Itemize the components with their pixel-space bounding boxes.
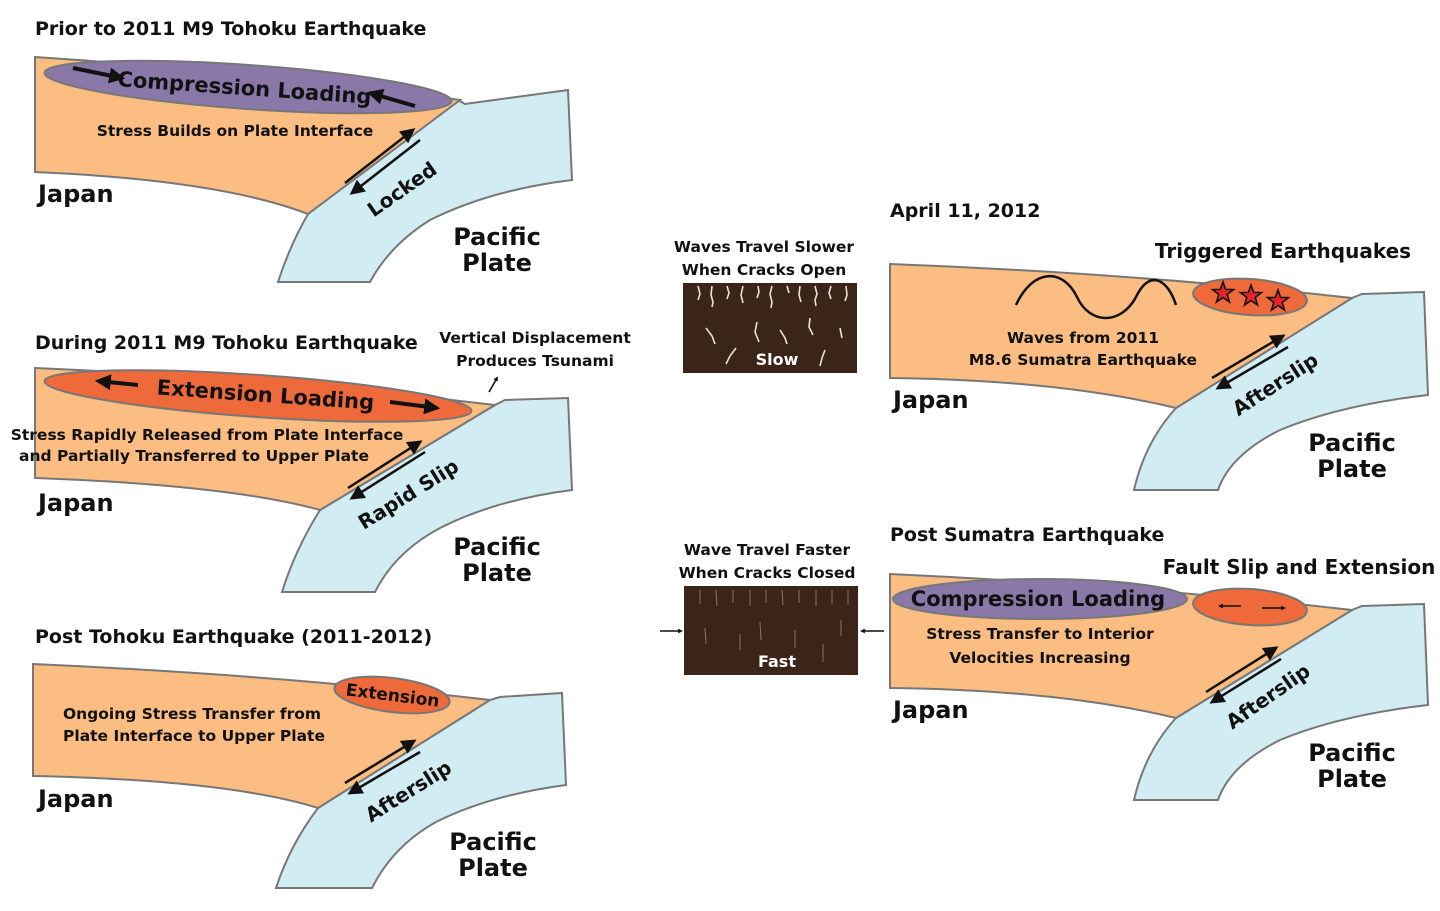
caption-1: Stress Transfer to Interior: [926, 625, 1154, 643]
extension-ellipse: [1192, 587, 1308, 627]
pacific-label-2: Plate: [1317, 765, 1387, 793]
slip-arrow-up: [344, 128, 416, 184]
compression-ellipse: [43, 59, 453, 115]
pacific-plate: [1132, 290, 1430, 491]
triggered-label: Triggered Earthquakes: [1155, 239, 1411, 263]
uplift-arrow: [488, 376, 498, 393]
pacific-label-1: Pacific: [453, 223, 541, 251]
fast-waves-box: Wave Travel Faster When Cracks Closed Fa…: [660, 541, 884, 675]
pacific-label-1: Pacific: [453, 533, 541, 561]
slip-arrow-up: [347, 440, 423, 490]
star-icon: [1238, 282, 1264, 307]
loading-arrow-right: [389, 398, 441, 415]
compression-ellipse: [892, 578, 1188, 620]
panel-post-sumatra: Post Sumatra Earthquake Fault Slip and E…: [889, 524, 1436, 801]
panel-title: April 11, 2012: [890, 200, 1040, 222]
caption-2: M8.6 Sumatra Earthquake: [969, 351, 1197, 369]
slip-arrow-up: [344, 739, 417, 785]
loading-arrow-left: [94, 374, 139, 391]
slip-arrow-down: [349, 450, 426, 500]
pacific-plate: [276, 88, 574, 283]
pacific-label-1: Pacific: [1308, 429, 1396, 457]
slip-arrow-down: [1209, 657, 1282, 704]
pacific-label-2: Plate: [462, 249, 532, 277]
pacific-label-1: Pacific: [449, 828, 537, 856]
fast-label: Fast: [758, 652, 796, 671]
japan-label: Japan: [891, 696, 969, 724]
triggered-quakes: [1210, 279, 1291, 312]
tsunami-note-1: Vertical Displacement: [439, 329, 631, 347]
panel-april-2012: April 11, 2012 Triggered Earthquakes Wav…: [889, 200, 1430, 491]
panel-title: Post Sumatra Earthquake: [890, 524, 1164, 546]
japan-label: Japan: [891, 386, 969, 414]
slow-heading-2: When Cracks Open: [682, 261, 847, 279]
japan-label: Japan: [36, 489, 114, 517]
pacific-label-2: Plate: [1317, 455, 1387, 483]
japan-label: Japan: [36, 785, 114, 813]
star-icon: [1265, 287, 1291, 312]
fast-heading-1: Wave Travel Faster: [684, 541, 851, 559]
panel-title: Prior to 2011 M9 Tohoku Earthquake: [35, 18, 426, 40]
closed-cracks-crust: [684, 586, 858, 675]
panel-title: During 2011 M9 Tohoku Earthquake: [35, 332, 418, 354]
fast-heading-2: When Cracks Closed: [679, 564, 856, 582]
pacific-label-2: Plate: [462, 559, 532, 587]
pacific-plate: [1132, 602, 1430, 801]
caption-1: Ongoing Stress Transfer from: [63, 705, 321, 723]
slip-arrow-up: [1205, 646, 1279, 694]
loading-arrow-left: [366, 88, 416, 108]
caption-2: and Partially Transferred to Upper Plate: [19, 447, 369, 465]
loading-arrow-right: [72, 66, 126, 84]
sine-wave: [1014, 274, 1178, 320]
pacific-label-1: Pacific: [1308, 739, 1396, 767]
slip-arrow-down: [349, 139, 421, 195]
slow-heading-1: Waves Travel Slower: [674, 238, 854, 256]
pacific-plate: [274, 691, 568, 889]
slip-arrow-up: [1211, 334, 1286, 380]
slip-arrow-down: [1215, 345, 1289, 390]
pacific-label-2: Plate: [458, 854, 528, 882]
panel-title: Post Tohoku Earthquake (2011-2012): [35, 626, 432, 648]
caption-1: Waves from 2011: [1007, 329, 1159, 347]
caption: Stress Builds on Plate Interface: [97, 122, 374, 140]
extension-ellipse: [43, 369, 473, 423]
star-icon: [1210, 279, 1236, 304]
panel-during-tohoku: During 2011 M9 Tohoku Earthquake Vertica…: [11, 329, 631, 593]
pacific-plate: [280, 396, 574, 593]
panel-prior-tohoku: Prior to 2011 M9 Tohoku Earthquake Compr…: [34, 18, 574, 283]
caption-1: Stress Rapidly Released from Plate Inter…: [11, 426, 404, 444]
fault-slip-label: Fault Slip and Extension: [1163, 555, 1436, 579]
slip-arrow-down: [347, 750, 421, 795]
panel-post-tohoku: Post Tohoku Earthquake (2011-2012) Exten…: [32, 626, 568, 889]
caption-2: Plate Interface to Upper Plate: [63, 727, 325, 745]
loading-label: Compression Loading: [911, 587, 1165, 611]
closed-cracks: [699, 589, 849, 662]
slow-label: Slow: [756, 350, 799, 369]
tsunami-note-2: Produces Tsunami: [456, 352, 614, 370]
caption-2: Velocities Increasing: [949, 649, 1130, 667]
extension-ellipse: [333, 675, 451, 715]
slow-waves-box: Waves Travel Slower When Cracks Open Slo…: [674, 238, 857, 373]
japan-label: Japan: [36, 180, 114, 208]
open-cracks: [697, 285, 848, 367]
